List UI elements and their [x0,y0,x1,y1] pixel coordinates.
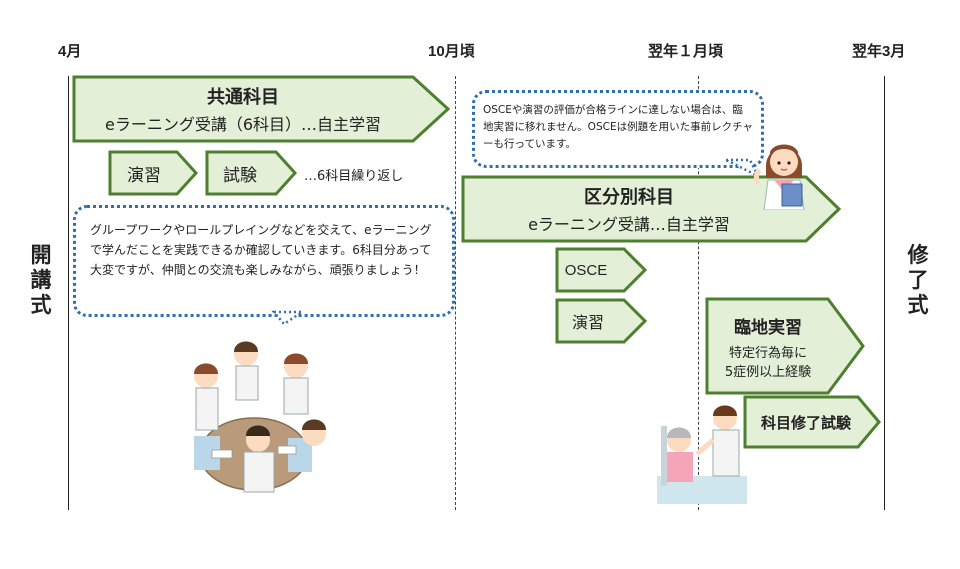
common-subjects-arrow: 共通科目 eラーニング受講（6科目）…自主学習 [72,75,451,143]
bedside-care-illustration [657,405,747,504]
practicum-arrow: 臨地実習 特定行為毎に 5症例以上経験 [705,297,865,395]
opening-ceremony-label: 開講式 [30,243,52,317]
nurse-illustration [753,144,805,210]
final-exam-label: 科目修了試験 [760,413,851,432]
osce-label: OSCE [564,261,608,279]
graduation-ceremony-label: 修了式 [907,243,929,317]
end-line [884,76,885,510]
common-exercise-arrow: 演習 [108,150,199,196]
common-exam-label: 試験 [223,165,257,186]
month-october: 10月頃 [428,43,475,60]
final-exam-arrow: 科目修了試験 [743,395,881,449]
month-january: 翌年１月頃 [648,43,724,60]
common-subjects-subtitle: eラーニング受講（6科目）…自主学習 [104,115,382,134]
group-work-illustration [194,341,326,493]
month-april: 4月 [58,43,82,60]
practicum-line1: 特定行為毎に [728,345,807,361]
specific-bubble-text: OSCEや演習の評価が合格ラインに達しない場合は、臨地実習に移れません。OSCE… [483,104,753,150]
october-line [455,76,456,510]
month-march: 翌年3月 [852,43,906,60]
specific-bubble-tail [725,158,761,179]
specific-speech-bubble: OSCEや演習の評価が合格ラインに達しない場合は、臨地実習に移れません。OSCE… [472,90,764,168]
common-exercise-label: 演習 [127,165,161,186]
specific-subjects-arrow: 区分別科目 eラーニング受講…自主学習 [461,175,842,243]
practicum-title: 臨地実習 [734,317,802,338]
specific-exercise-arrow: 演習 [555,298,648,344]
common-subjects-title: 共通科目 [207,87,279,108]
osce-arrow: OSCE [555,247,648,293]
start-line [68,76,69,510]
specific-exercise-label: 演習 [571,313,604,332]
common-speech-bubble: グループワークやロールプレイングなどを交えて、eラーニングで学んだことを実践でき… [73,205,455,317]
common-bubble-text: グループワークやロールプレイングなどを交えて、eラーニングで学んだことを実践でき… [90,223,432,277]
common-bubble-tail [271,310,307,326]
practicum-line2: 5症例以上経験 [724,364,812,380]
repeat-note: …6科目繰り返し [304,169,404,184]
specific-subjects-title: 区分別科目 [584,187,674,208]
specific-subjects-subtitle: eラーニング受講…自主学習 [528,215,730,234]
common-exam-arrow: 試験 [205,150,298,196]
january-line [698,76,699,510]
